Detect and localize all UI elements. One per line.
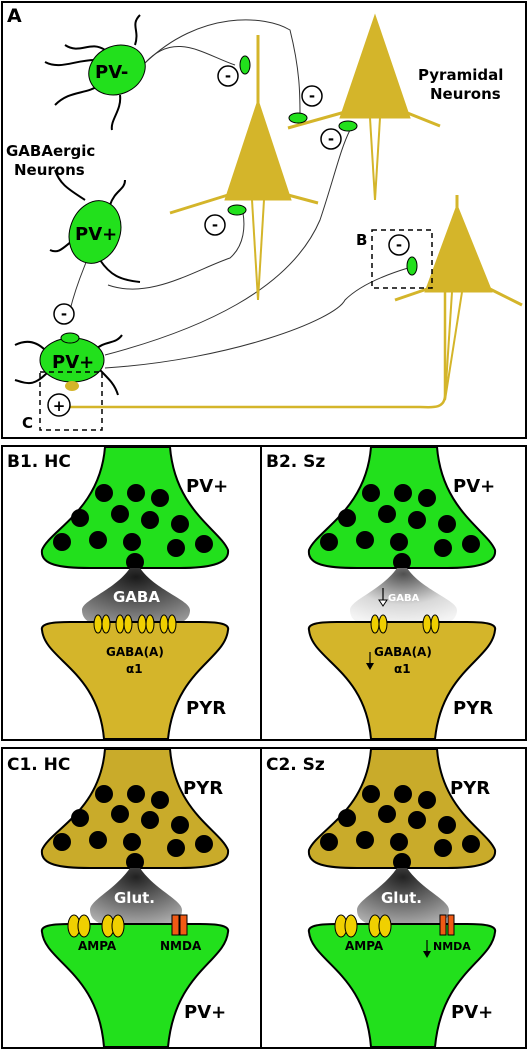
gaba-title-line-1: GABAergic — [6, 142, 95, 160]
ampa-label: AMPA — [345, 939, 384, 953]
gaba-title-line-2: Neurons — [14, 161, 85, 179]
panel-c2-label: C2. Sz — [266, 755, 325, 775]
pyr-terminal — [40, 621, 230, 740]
pv-minus-neuron: PV- — [44, 14, 146, 131]
minus-sign-4: - — [204, 214, 226, 236]
nmda-label: NMDA — [433, 940, 471, 953]
box-c-label: C — [22, 414, 33, 432]
vesicles — [53, 785, 213, 871]
svg-text:-: - — [225, 67, 231, 85]
pyr-terminal — [40, 748, 230, 869]
pv-plus-neuron-bottom: PV+ — [14, 332, 123, 396]
ampa-label: AMPA — [78, 939, 117, 953]
panel-b2-label: B2. Sz — [266, 452, 325, 472]
minus-sign-5: - — [388, 234, 410, 256]
pyr-terminal — [307, 621, 497, 740]
gaba-cloud-reduced — [350, 568, 457, 628]
pv-plus-top-label: PV+ — [75, 224, 117, 245]
minus-sign-3: - — [320, 128, 342, 150]
pv-terminal — [40, 446, 230, 569]
nmda-label: NMDA — [160, 939, 202, 953]
inhibitory-boutons — [227, 55, 418, 276]
pv-plus-neuron-top: PV+ — [49, 169, 141, 283]
pv-plus-bottom-label: PV+ — [52, 352, 94, 373]
pyramidal-neuron-3 — [394, 195, 523, 401]
panel-b2: B2. Sz PV+ GABA GABA(A) α1 PYR — [260, 445, 527, 741]
excitatory-sign: + — [47, 393, 71, 417]
postsynaptic-label: PV+ — [451, 1002, 493, 1023]
transmitter-label: GABA — [388, 593, 420, 604]
panel-a: A — [1, 1, 527, 439]
transmitter-label: Glut. — [114, 889, 155, 907]
nmda-receptors — [171, 914, 188, 936]
pyramidal-neuron-1 — [169, 35, 319, 301]
box-b-label: B — [356, 231, 367, 249]
pv-minus-label: PV- — [95, 62, 128, 83]
minus-sign-1: - — [217, 65, 239, 87]
panel-a-label: A — [7, 5, 22, 27]
pv-terminal — [307, 446, 497, 569]
presynaptic-label: PV+ — [186, 476, 228, 497]
postsynaptic-label: PYR — [453, 698, 493, 719]
glutamate-cloud — [90, 868, 182, 928]
minus-sign-6: - — [53, 303, 75, 325]
receptor-label-1: GABA(A) — [106, 645, 164, 659]
gaba-a-receptors-reduced — [370, 614, 440, 634]
inhibitory-signs: - - - - - - — [53, 65, 410, 325]
transmitter-label: Glut. — [381, 889, 422, 907]
svg-text:-: - — [328, 130, 334, 148]
glutamate-cloud — [357, 868, 449, 928]
presynaptic-label: PYR — [450, 778, 490, 799]
vesicles — [320, 484, 480, 571]
panel-c2: C2. Sz PYR Glut. AMPA NMDA PV+ — [260, 747, 527, 1049]
receptor-label-1: GABA(A) — [374, 645, 432, 659]
decrease-arrow-receptor — [366, 652, 374, 670]
pyramidal-title-line-1: Pyramidal — [418, 66, 503, 84]
decrease-arrow-gaba — [378, 588, 388, 607]
vesicles — [320, 785, 480, 871]
pyr-terminal — [307, 748, 497, 869]
panel-b1: B1. HC PV+ GABA GABA(A) α1 PYR — [1, 445, 262, 741]
pyramidal-neuron-2 — [287, 13, 441, 201]
svg-text:-: - — [212, 216, 218, 234]
minus-sign-2: - — [301, 85, 323, 107]
decrease-arrow-nmda — [423, 940, 431, 958]
transmitter-label: GABA — [113, 588, 160, 606]
presynaptic-label: PV+ — [453, 476, 495, 497]
svg-text:-: - — [309, 87, 315, 105]
panel-c1: C1. HC PYR Glut. AMPA NMDA PV+ — [1, 747, 262, 1049]
svg-text:+: + — [53, 397, 66, 415]
nmda-receptors-reduced — [439, 914, 455, 936]
box-c — [39, 371, 103, 431]
svg-text:-: - — [61, 305, 67, 323]
ampa-receptors — [67, 914, 125, 938]
receptor-label-2: α1 — [394, 662, 411, 676]
axon-lines — [69, 19, 409, 369]
panel-c1-label: C1. HC — [7, 755, 70, 775]
pyramidal-title-line-2: Neurons — [430, 85, 501, 103]
postsynaptic-label: PYR — [186, 698, 226, 719]
panel-b1-label: B1. HC — [7, 452, 71, 472]
svg-text:-: - — [396, 236, 402, 254]
box-b — [371, 229, 433, 289]
presynaptic-label: PYR — [183, 778, 223, 799]
ampa-receptors — [334, 914, 392, 938]
postsynaptic-label: PV+ — [184, 1002, 226, 1023]
gaba-a-receptors — [93, 614, 177, 634]
receptor-label-2: α1 — [126, 662, 143, 676]
gaba-cloud — [82, 568, 190, 628]
vesicles — [53, 484, 213, 571]
